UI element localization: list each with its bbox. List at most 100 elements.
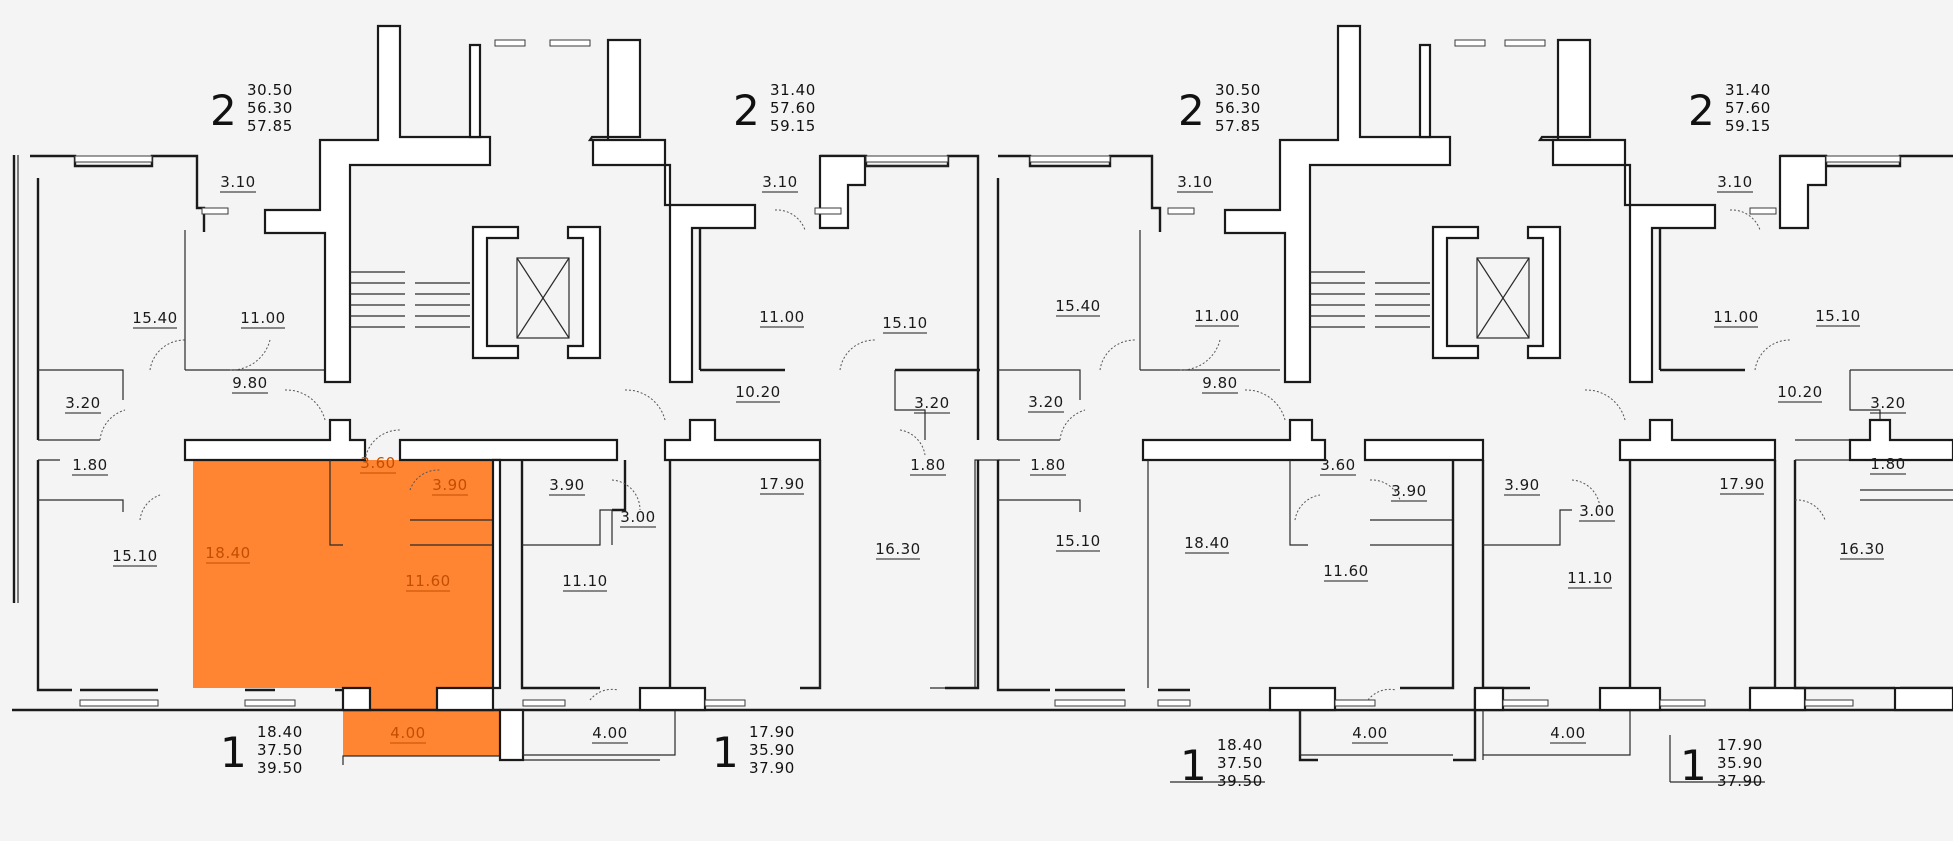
room-area: 9.80 — [232, 374, 268, 394]
room-area-value: 3.20 — [65, 394, 100, 412]
total-area-with-balcony: 37.90 — [1717, 772, 1763, 790]
building-walls — [12, 24, 1953, 765]
room-area-value: 3.90 — [549, 476, 584, 494]
room-area: 3.10 — [220, 173, 256, 193]
room-area-value: 1.80 — [1870, 455, 1905, 473]
room-area: 11.60 — [1323, 562, 1368, 582]
living-area: 31.40 — [770, 81, 816, 99]
apartment-room-count: 1 — [220, 728, 247, 777]
apartment-room-count: 2 — [210, 86, 237, 135]
room-area-value: 3.00 — [620, 508, 655, 526]
room-area-selected: 11.60 — [405, 572, 450, 592]
room-area-value: 4.00 — [1352, 724, 1387, 742]
room-area-selected: 3.60 — [360, 454, 396, 474]
living-area: 17.90 — [749, 723, 795, 741]
room-area: 11.10 — [562, 572, 607, 592]
total-area: 37.50 — [1217, 754, 1263, 772]
room-area-value: 3.20 — [1870, 394, 1905, 412]
room-area-value: 3.60 — [360, 454, 395, 472]
apartment-room-count: 1 — [1680, 741, 1707, 790]
room-area: 3.90 — [1504, 476, 1540, 496]
room-area-value: 11.10 — [562, 572, 607, 590]
room-area-value: 4.00 — [1550, 724, 1585, 742]
room-area-value: 15.10 — [112, 547, 157, 565]
total-area-with-balcony: 57.85 — [1215, 117, 1261, 135]
total-area-with-balcony: 37.90 — [749, 759, 795, 777]
dimension-marks — [1170, 735, 1765, 783]
room-area: 11.00 — [1713, 308, 1758, 328]
room-area-value: 3.90 — [1391, 482, 1426, 500]
room-area: 9.80 — [1202, 374, 1238, 394]
room-area: 4.00 — [592, 724, 628, 744]
room-area: 3.10 — [762, 173, 798, 193]
total-area: 57.60 — [1725, 99, 1771, 117]
door-swings — [99, 209, 1826, 701]
room-area-value: 15.10 — [1055, 532, 1100, 550]
room-area: 11.10 — [1567, 569, 1612, 589]
total-area: 57.60 — [770, 99, 816, 117]
total-area-with-balcony: 39.50 — [1217, 772, 1263, 790]
room-area-value: 1.80 — [72, 456, 107, 474]
room-area: 16.30 — [1839, 540, 1884, 560]
room-area-value: 17.90 — [1719, 475, 1764, 493]
total-area: 35.90 — [1717, 754, 1763, 772]
selected-apartment-area[interactable] — [193, 460, 500, 756]
total-area: 37.50 — [257, 741, 303, 759]
room-area-value: 11.10 — [1567, 569, 1612, 587]
room-area-value: 3.10 — [762, 173, 797, 191]
room-area-value: 11.60 — [405, 572, 450, 590]
room-area-value: 3.10 — [220, 173, 255, 191]
room-area-value: 11.00 — [240, 309, 285, 327]
living-area: 30.50 — [1215, 81, 1261, 99]
room-area: 1.80 — [72, 456, 108, 476]
room-area-value: 17.90 — [759, 475, 804, 493]
room-area: 17.90 — [759, 475, 804, 495]
room-area: 16.30 — [875, 540, 920, 560]
total-area-with-balcony: 59.15 — [770, 117, 816, 135]
windows — [74, 39, 1901, 707]
room-area: 3.20 — [914, 394, 950, 414]
room-area-value: 1.80 — [910, 456, 945, 474]
room-area-labels: 3.10 15.40 11.00 3.20 9.80 1.80 15.10 18.40 3.60… — [65, 173, 1906, 744]
room-area: 10.20 — [735, 383, 780, 403]
room-area-value: 15.40 — [132, 309, 177, 327]
room-area-value: 10.20 — [1777, 383, 1822, 401]
room-area: 15.10 — [112, 547, 157, 567]
room-area-value: 3.90 — [1504, 476, 1539, 494]
room-area: 3.00 — [1579, 502, 1615, 522]
apartment-room-count: 2 — [1178, 86, 1205, 135]
room-area-selected: 18.40 — [205, 544, 250, 564]
room-area: 3.00 — [620, 508, 656, 528]
total-area: 56.30 — [247, 99, 293, 117]
room-area-value: 11.00 — [759, 308, 804, 326]
apartment-room-count: 2 — [1688, 86, 1715, 135]
room-area: 4.00 — [1352, 724, 1388, 744]
living-area: 30.50 — [247, 81, 293, 99]
room-area: 11.00 — [1194, 307, 1239, 327]
room-area-value: 3.10 — [1717, 173, 1752, 191]
room-area: 3.10 — [1177, 173, 1213, 193]
room-area: 17.90 — [1719, 475, 1764, 495]
room-area: 10.20 — [1777, 383, 1822, 403]
room-area-value: 11.60 — [1323, 562, 1368, 580]
room-area-value: 3.20 — [1028, 393, 1063, 411]
room-area-value: 9.80 — [1202, 374, 1237, 392]
room-area-value: 3.00 — [1579, 502, 1614, 520]
room-area-selected: 4.00 — [390, 724, 426, 744]
room-area: 1.80 — [910, 456, 946, 476]
room-area-value: 16.30 — [875, 540, 920, 558]
room-area-value: 3.10 — [1177, 173, 1212, 191]
room-area-value: 15.10 — [1815, 307, 1860, 325]
room-area-value: 3.90 — [432, 476, 467, 494]
room-area: 15.10 — [882, 314, 927, 334]
room-area-value: 4.00 — [592, 724, 627, 742]
